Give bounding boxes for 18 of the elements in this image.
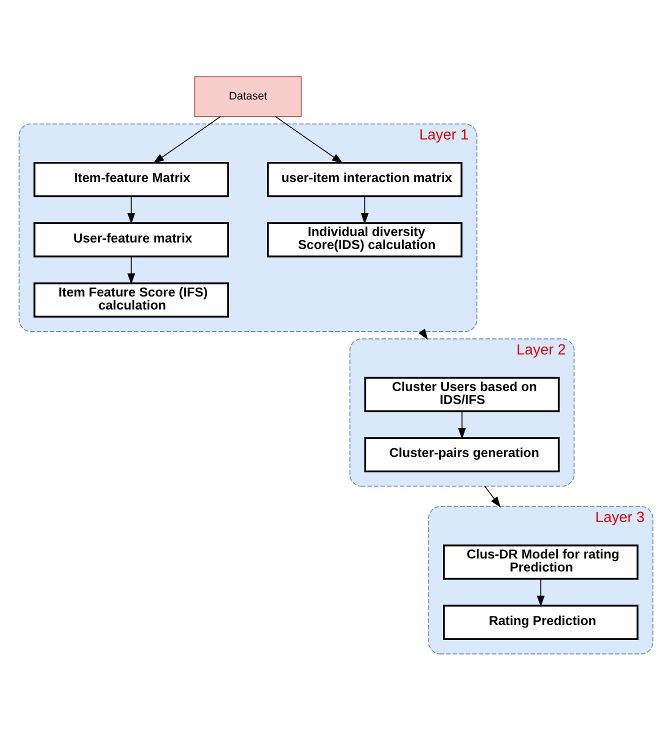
node-box: User-feature matrix (34, 222, 229, 258)
arrow (127, 196, 136, 224)
arrow (274, 116, 343, 164)
arrow (360, 196, 369, 224)
node-box: Item-feature Matrix (34, 162, 229, 198)
node-box: user-item interaction matrix (266, 162, 462, 198)
node-box: Clus-DR Model for rating Prediction (443, 544, 638, 580)
node-box: Rating Prediction (443, 604, 638, 640)
arrow (152, 116, 222, 164)
node-box: Cluster-pairs generation (364, 437, 560, 472)
node-box: Dataset (194, 76, 302, 117)
arrow (536, 578, 545, 607)
node-box: Individual diversity Score(IDS) calculation (266, 222, 462, 258)
arrow (484, 486, 501, 508)
arrow (127, 256, 136, 285)
node-box: Item Feature Score (IFS) calculation (34, 282, 229, 318)
arrow (458, 410, 466, 440)
node-box: Cluster Users based on IDS/IFS (364, 376, 560, 412)
